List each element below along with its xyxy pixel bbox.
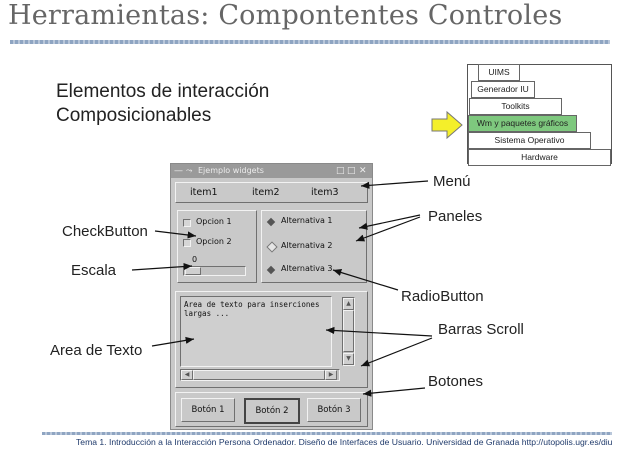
radio-2-label: Alternativa 2 <box>281 241 333 250</box>
example-widgets-window: — ⤳ Ejemplo widgets □ □ ✕ item1 item2 it… <box>170 163 373 430</box>
arrow-paneles-1 <box>358 214 421 230</box>
checkbox-1-label: Opcion 1 <box>196 217 232 226</box>
arrow-botones <box>362 387 426 397</box>
button-1[interactable]: Botón 1 <box>181 398 235 422</box>
menu-item-2[interactable]: item2 <box>252 187 280 198</box>
callout-area-de-texto: Area de Texto <box>50 342 143 359</box>
callout-radiobutton: RadioButton <box>401 288 484 305</box>
checkbox-2-label: Opcion 2 <box>196 237 232 246</box>
horizontal-scrollbar[interactable]: ◀ ▶ <box>180 369 340 381</box>
footer-rule <box>42 432 612 435</box>
layer-hardware: Hardware <box>468 149 611 166</box>
window-menu-icon[interactable]: — <box>174 166 183 176</box>
maximize-icon[interactable]: □ <box>347 166 356 176</box>
highlight-arrow-icon <box>431 110 463 140</box>
layer-wm-paquetes-graficos: Wm y paquetes gráficos <box>468 115 577 132</box>
checkbox-panel: Opcion 1 Opcion 2 0 <box>177 210 257 283</box>
menu-bar: item1 item2 item3 <box>175 182 368 203</box>
callout-botones: Botones <box>428 373 484 390</box>
button-2[interactable]: Botón 2 <box>244 398 300 424</box>
scroll-right-arrow-icon[interactable]: ▶ <box>325 370 337 380</box>
arrow-escala <box>131 262 193 271</box>
layer-generador-iu: Generador IU <box>471 81 535 98</box>
close-icon[interactable]: ✕ <box>359 166 367 176</box>
callout-escala: Escala <box>71 262 117 279</box>
checkbox-1[interactable] <box>183 219 191 227</box>
layer-toolkits: Toolkits <box>469 98 562 115</box>
text-area[interactable]: Area de texto para inserciones largas ..… <box>180 296 332 367</box>
textarea-panel <box>175 291 368 388</box>
scroll-up-arrow-icon[interactable]: ▲ <box>343 298 354 310</box>
arrow-radiobutton <box>332 269 399 291</box>
text-area-content: Area de texto para inserciones largas ..… <box>184 300 320 318</box>
arrow-scroll-1 <box>325 326 433 337</box>
footer-text: Tema 1. Introducción a la Interacción Pe… <box>76 437 613 447</box>
subtitle: Elementos de interacción Composicionable… <box>56 80 269 128</box>
menu-item-1[interactable]: item1 <box>190 187 218 198</box>
menu-item-3[interactable]: item3 <box>311 187 339 198</box>
arrow-area-texto <box>151 336 195 347</box>
scale-trough[interactable] <box>183 266 246 276</box>
window-title: Ejemplo widgets <box>198 166 264 175</box>
callout-paneles: Paneles <box>428 208 483 225</box>
window-app-icon: ⤳ <box>186 166 193 175</box>
minimize-icon[interactable]: □ <box>336 166 345 176</box>
scale-value: 0 <box>192 255 198 264</box>
layer-sistema-operativo: Sistema Operativo <box>468 132 591 149</box>
arrow-menu <box>360 180 429 189</box>
arrow-checkbutton <box>154 230 197 239</box>
arrow-scroll-2 <box>360 337 433 367</box>
window-titlebar[interactable] <box>171 164 372 178</box>
scale-slider[interactable] <box>185 267 201 275</box>
scroll-down-arrow-icon[interactable]: ▼ <box>343 353 354 365</box>
checkbox-2[interactable] <box>183 239 191 247</box>
radio-3-label: Alternativa 3 <box>281 264 333 273</box>
horizontal-scroll-thumb[interactable] <box>193 370 325 380</box>
callout-menu: Menú <box>433 173 471 190</box>
radio-1-label: Alternativa 1 <box>281 216 333 225</box>
layer-uims: UIMS <box>478 64 520 81</box>
subtitle-line-2: Composicionables <box>56 105 212 126</box>
button-3[interactable]: Botón 3 <box>307 398 361 422</box>
radio-panel: Alternativa 1 Alternativa 2 Alternativa … <box>261 210 367 283</box>
arrow-paneles-2 <box>355 216 421 242</box>
subtitle-line-1: Elementos de interacción <box>56 81 270 102</box>
title-underline <box>10 40 610 44</box>
callout-checkbutton: CheckButton <box>62 223 148 240</box>
slide-title: Herramientas: Compontentes Controles <box>8 0 563 31</box>
buttons-panel: Botón 1 Botón 2 Botón 3 <box>175 392 368 427</box>
scroll-left-arrow-icon[interactable]: ◀ <box>181 370 193 380</box>
callout-barras-scroll: Barras Scroll <box>438 321 524 338</box>
